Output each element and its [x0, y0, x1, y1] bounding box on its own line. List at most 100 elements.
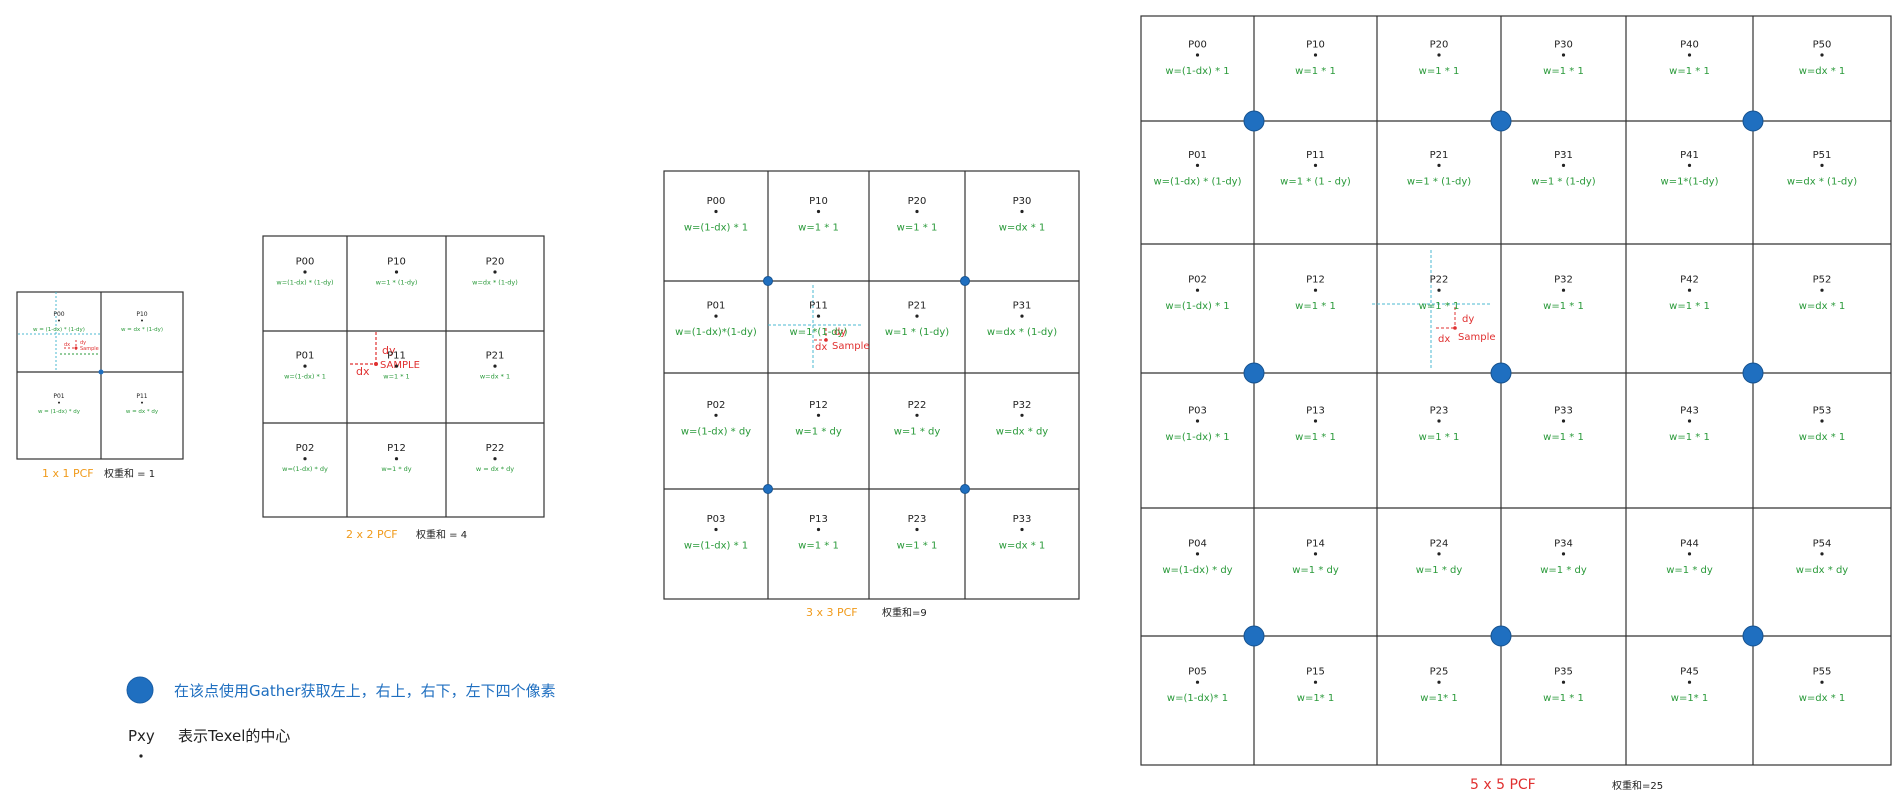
sample-label: SAMPLE	[380, 360, 420, 371]
sample-dx-label: dx	[64, 342, 70, 348]
pcf-2x2-grid-lines	[262, 235, 545, 518]
texel-center-dot	[1687, 680, 1692, 684]
texel-label: P00	[53, 311, 64, 318]
texel-label: P45	[1680, 667, 1699, 678]
pxy-legend-text: 表示Texel的中心	[178, 727, 290, 745]
texel-weight: w=1 * 1	[798, 541, 839, 552]
texel-label: P31	[1554, 150, 1573, 161]
texel-center-dot	[1195, 552, 1200, 556]
texel-label: P12	[809, 400, 828, 411]
texel-weight: w=dx * 1	[999, 541, 1046, 552]
pcf-5x5-caption: 5 x 5 PCF	[1470, 777, 1536, 793]
texel-weight: w=dx * (1-dy)	[472, 278, 518, 286]
sample-dy-label: dy	[80, 340, 86, 346]
texel-center-dot	[1313, 163, 1318, 167]
texel-weight: w=1* 1	[1420, 693, 1457, 704]
texel-weight: w=1 * 1	[1543, 301, 1584, 312]
texel-weight: w=(1-dx) * 1	[1165, 301, 1229, 312]
gather-point	[1742, 362, 1764, 384]
texel-center-dot	[1561, 552, 1566, 556]
sample-dx-label: dx	[356, 365, 370, 378]
texel-center-dot	[303, 457, 307, 461]
texel-label: P01	[707, 301, 726, 312]
texel-weight: w=1 * 1	[1295, 66, 1336, 77]
texel-label: P21	[486, 351, 505, 362]
texel-weight: w=1* 1	[1297, 693, 1334, 704]
texel-center-dot	[1820, 288, 1824, 292]
texel-center-dot	[303, 270, 307, 274]
texel-weight: w=dx * 1	[1799, 301, 1846, 312]
texel-center-dot	[915, 413, 919, 417]
texel-weight: w=dx * 1	[1799, 693, 1846, 704]
texel-weight: w=1 * 1	[1419, 432, 1460, 443]
texel-label: P10	[809, 196, 828, 207]
texel-center-dot	[1020, 527, 1024, 532]
texel-label: P51	[1813, 150, 1832, 161]
texel-center-dot	[1313, 288, 1318, 292]
grid-frame	[16, 291, 184, 460]
texel-weight: w=1 * 1	[897, 223, 938, 234]
texel-label: P15	[1306, 667, 1325, 678]
pcf-3x3-weight-sum: 权重和=9	[882, 606, 927, 619]
texel-weight: w=(1-dx)* 1	[1167, 693, 1228, 704]
texel-center-dot	[714, 527, 718, 532]
texel-center-dot	[1437, 163, 1441, 167]
texel-label: P12	[1306, 275, 1325, 286]
texel-weight: w=1 * dy	[795, 426, 842, 437]
texel-weight: w=(1-dx) * 1	[284, 372, 326, 380]
texel-weight: w=1 * 1	[798, 223, 839, 234]
sample-label: Sample	[1458, 332, 1496, 343]
texel-center-dot	[1313, 552, 1318, 556]
gather-point	[1243, 362, 1265, 384]
texel-label: P11	[387, 351, 406, 362]
texel-center-dot	[1020, 413, 1024, 417]
gather-dot-icon	[126, 676, 154, 704]
texel-label: P01	[53, 393, 64, 400]
texel-weight: w=1 * (1-dy)	[1407, 176, 1471, 187]
texel-weight: w=1 * 1	[1669, 432, 1710, 443]
texel-label: P50	[1813, 40, 1832, 51]
texel-weight: w=1 * 1	[1419, 66, 1460, 77]
texel-center-dot	[493, 457, 497, 461]
texel-label: P25	[1430, 667, 1449, 678]
texel-center-dot	[1561, 288, 1566, 292]
texel-label: P31	[1013, 301, 1032, 312]
texel-weight: w=dx * 1	[1799, 66, 1846, 77]
texel-label: P13	[809, 514, 828, 525]
texel-center-dot	[1195, 53, 1200, 57]
texel-center-dot	[1820, 552, 1824, 556]
pcf-1x1-guides: dx dy Sample	[18, 292, 100, 372]
gather-point	[1490, 362, 1512, 384]
texel-weight: w = dx * dy	[126, 409, 159, 415]
texel-weight: w = dx * (1-dy)	[121, 327, 163, 333]
texel-label: P02	[296, 443, 315, 454]
texel-weight: w=(1-dx) * dy	[681, 426, 751, 437]
texel-weight: w=dx * (1-dy)	[987, 327, 1057, 338]
pcf-2x2-guides: dy dx SAMPLE	[350, 332, 420, 378]
